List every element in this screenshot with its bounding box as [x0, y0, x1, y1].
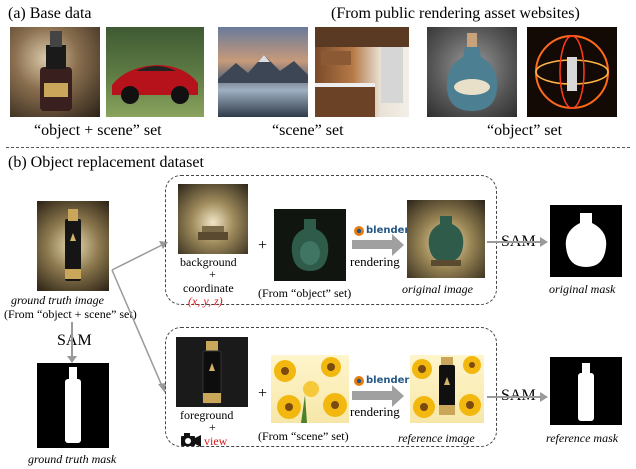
foreground-label: foreground — [180, 408, 234, 422]
bottom-sam-label: SAM — [501, 387, 536, 404]
set-label-scene: “scene” set — [272, 122, 344, 139]
render-arrow-bottom-head — [392, 385, 404, 407]
render-arrow-top-head — [392, 234, 404, 256]
kitchen-thumbnail — [315, 27, 409, 117]
blender-label-bottom: blender — [366, 375, 410, 386]
sunflower-thumbnail — [271, 355, 349, 423]
ground-truth-image — [37, 201, 109, 291]
landscape-thumbnail — [218, 27, 308, 117]
original-image — [407, 200, 485, 278]
foreground-thumbnail — [176, 337, 248, 407]
gt-down-arrow-head — [67, 356, 77, 363]
vase-thumbnail — [274, 209, 346, 281]
reference-mask — [550, 357, 622, 425]
scene-source-label: (From “scene” set) — [258, 429, 349, 443]
object-source-label: (From “object” set) — [258, 286, 352, 300]
ground-truth-mask-caption: ground truth mask — [28, 452, 117, 466]
blender-logo-icon-bottom — [354, 376, 364, 386]
orb-thumbnail — [527, 27, 617, 117]
blender-logo-icon — [354, 226, 364, 236]
top-sam-arrow-head — [540, 237, 548, 247]
set-label-object: “object” set — [487, 122, 563, 139]
original-mask — [550, 205, 622, 277]
bottom-sam-arrow-head — [540, 392, 548, 402]
top-sam-arrow — [487, 241, 542, 243]
reference-mask-caption: reference mask — [546, 431, 619, 445]
ground-truth-source: (From “object + scene” set) — [4, 307, 137, 321]
reference-image-caption: reference image — [398, 431, 475, 445]
perfume-thumbnail — [10, 27, 100, 117]
branch-arrows — [111, 241, 168, 393]
original-mask-caption: original mask — [549, 282, 616, 296]
ground-truth-caption: ground truth image — [11, 293, 104, 307]
bottom-plus: + — [258, 385, 268, 402]
section-divider — [6, 147, 630, 148]
rendering-label-bottom: rendering — [350, 404, 400, 419]
bottom-sam-arrow — [487, 396, 542, 398]
set-label-object-scene: “object + scene” set — [34, 122, 162, 139]
original-image-caption: original image — [402, 282, 473, 296]
source-note: (From public rendering asset websites) — [331, 5, 580, 22]
ground-truth-mask — [37, 363, 109, 448]
background-label: background — [180, 255, 237, 269]
reference-image — [410, 355, 484, 423]
render-arrow-top — [352, 240, 392, 249]
car-thumbnail — [106, 27, 204, 117]
section-a-title: (a) Base data — [8, 5, 92, 22]
bottom-inner-plus: + — [209, 420, 216, 434]
background-thumbnail — [178, 184, 248, 254]
coordinate-label: coordinate — [183, 281, 234, 295]
bottle-thumbnail — [427, 27, 517, 117]
section-b-title: (b) Object replacement dataset — [8, 154, 204, 171]
rendering-label-top: rendering — [350, 254, 400, 269]
top-row-box — [165, 175, 497, 305]
camera-icon — [181, 433, 201, 447]
render-arrow-bottom — [352, 391, 392, 400]
view-label: view — [204, 434, 228, 448]
gt-down-arrow — [71, 322, 73, 360]
top-inner-plus: + — [209, 267, 216, 281]
coordinate-value: (x, y, z) — [188, 294, 223, 308]
gt-sam-label: SAM — [57, 332, 92, 349]
blender-label-top: blender — [366, 225, 410, 236]
bottom-row-box — [165, 327, 497, 447]
top-plus: + — [258, 237, 268, 254]
